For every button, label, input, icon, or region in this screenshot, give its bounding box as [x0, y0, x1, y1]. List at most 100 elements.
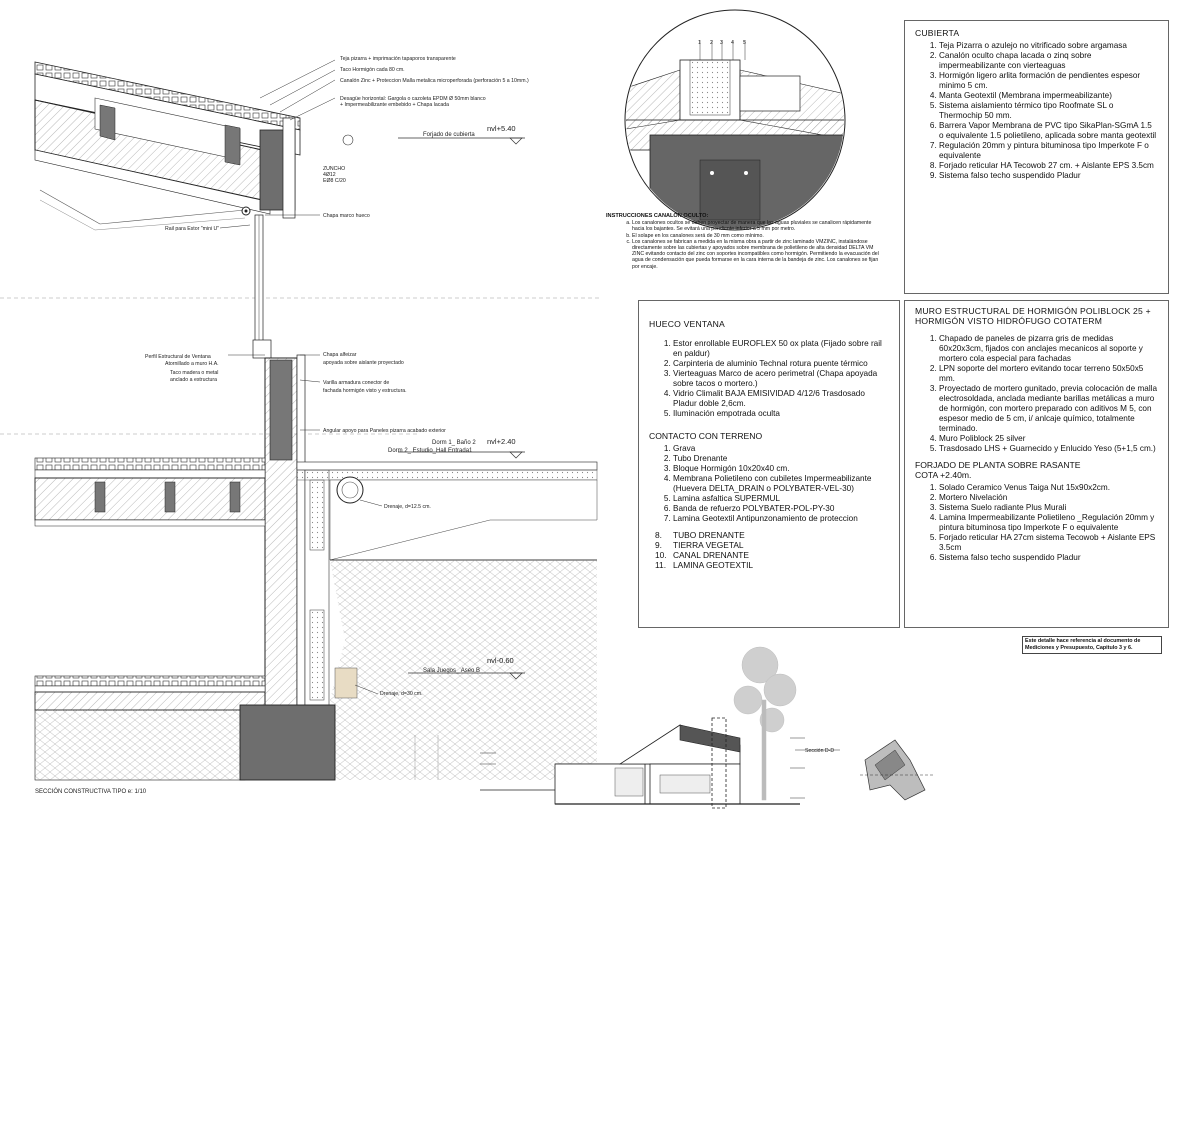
- cubierta-item: Regulación 20mm y pintura bituminosa tip…: [939, 141, 1158, 161]
- chapa-alfeizar-1: Chapa alfeizar: [323, 352, 357, 358]
- muro-list: Chapado de paneles de pizarra gris de me…: [915, 334, 1158, 454]
- instructions-list: Los canalones ocultos se deben proyectar…: [606, 220, 882, 270]
- cubierta-item: Hormigón ligero arlita formación de pend…: [939, 71, 1158, 91]
- dorm2-label: Dorm 2_ Estudio_Hall Entrada1: [388, 448, 473, 454]
- hueco-list: Estor enrollable EUROFLEX 50 ox plata (F…: [649, 339, 889, 419]
- hueco-item: Vierteaguas Marco de acero perimetral (C…: [673, 369, 889, 389]
- zuncho-label: ZUNCHO: [323, 166, 345, 172]
- contacto-item: Banda de refuerzo POLYBATER-POL-PY-30: [673, 504, 889, 514]
- contacto-extra-item: 10.CANAL DRENANTE: [655, 550, 750, 560]
- varilla-2: fachada hormigón visto y estructura.: [323, 388, 407, 394]
- cubierta-item: Canalón oculto chapa lacada o zinq sobre…: [939, 51, 1158, 71]
- seccion-dd-label: Sección D-D: [805, 748, 834, 754]
- perfil-label-1: Perfil Estructural de Ventana: [145, 354, 211, 360]
- hueco-item: Vidrio Climalit BAJA EMISIVIDAD 4/12/6 T…: [673, 389, 889, 409]
- circle-number-5: 5: [743, 40, 746, 46]
- gutter-detail-circle: 1 2 3 4 5: [624, 9, 846, 231]
- section-caption: SECCIÓN CONSTRUCTIVA TIPO e: 1/10: [35, 788, 147, 795]
- forjado-title: FORJADO DE PLANTA SOBRE RASANTE COTA +2.…: [915, 460, 1081, 480]
- forjado-item: Forjado reticular HA 27cm sistema Tecowo…: [939, 533, 1158, 553]
- instruction-item: Los canalones se fabrican a medida en la…: [632, 239, 882, 270]
- roof-slab: [34, 61, 301, 231]
- contacto-list: Grava Tubo Drenante Bloque Hormigón 10x2…: [649, 444, 889, 524]
- sala-label: Sala Juegos_ Aseo B: [423, 668, 480, 674]
- site-section: [480, 646, 840, 809]
- level-540: nvl+5.40: [487, 124, 516, 133]
- hueco-item: Carpinteria de aluminio Technal rotura p…: [673, 359, 889, 369]
- contacto-item: Lamina Geotextil Antipunzonamiento de pr…: [673, 514, 889, 524]
- roof-label-3: Canalón Zinc + Proteccion Malla metalica…: [340, 78, 529, 84]
- circle-number-3: 3: [720, 40, 723, 46]
- contacto-item: Lamina asfaltica SUPERMUL: [673, 494, 889, 504]
- key-plan: [860, 739, 935, 801]
- contacto-item: Tubo Drenante: [673, 454, 889, 464]
- muro-item: Trasdosado LHS + Guarnecido y Enlucido Y…: [939, 444, 1158, 454]
- floor-slab-060: [34, 667, 358, 781]
- floor-slab-240: [34, 457, 266, 527]
- gutter-instructions: INSTRUCCIONES CANALÓN OCULTO: Los canalo…: [606, 213, 882, 270]
- cubierta-item: Teja Pizarra o azulejo no vitrificado so…: [939, 41, 1158, 51]
- muro-title: MURO ESTRUCTURAL DE HORMIGÓN POLIBLOCK 2…: [915, 306, 1151, 326]
- forjado-item: Sistema Suelo radiante Plus Murali: [939, 503, 1158, 513]
- main-section: [0, 59, 600, 781]
- hueco-ventana-box: HUECO VENTANA Estor enrollable EUROFLEX …: [638, 300, 900, 628]
- contacto-extra: 8.TUBO DRENANTE 9.TIERRA VEGETAL 10.CANA…: [649, 530, 889, 570]
- forjado-item: Solado Ceramico Venus Taiga Nut 15x90x2c…: [939, 483, 1158, 493]
- contacto-item: Membrana Polietileno con cubiletes Imper…: [673, 474, 889, 494]
- section-labels: Teja pizarra + imprimación tapaporos tra…: [35, 56, 529, 795]
- level-240: nvl+2.40: [487, 437, 516, 446]
- cubierta-box: CUBIERTA Teja Pizarra o azulejo no vitri…: [904, 20, 1169, 294]
- cubierta-item: Forjado reticular HA Tecowob 27 cm. + Ai…: [939, 161, 1158, 171]
- chapa-alfeizar-2: apoyada sobre aislante proyectado: [323, 360, 404, 366]
- drenaje-1: Drenaje, d=12.5 cm.: [384, 504, 431, 510]
- roof-label-2: Taco Hormigón cada 80 cm.: [340, 67, 405, 73]
- hueco-item: Estor enrollable EUROFLEX 50 ox plata (F…: [673, 339, 889, 359]
- zuncho-bars: 4Ø12: [323, 172, 336, 178]
- forjado-list: Solado Ceramico Venus Taiga Nut 15x90x2c…: [915, 483, 1158, 563]
- contacto-title: CONTACTO CON TERRENO: [649, 431, 763, 441]
- muro-item: Muro Poliblock 25 silver: [939, 434, 1158, 444]
- forjado-cubierta: Forjado de cubierta: [423, 132, 475, 138]
- roof-label-1: Teja pizarra + imprimación tapaporos tra…: [340, 56, 456, 62]
- cubierta-title: CUBIERTA: [915, 28, 960, 38]
- zuncho-stirrups: EØ8 C/20: [323, 178, 346, 184]
- drenaje-2: Drenaje, d=30 cm.: [380, 691, 423, 697]
- dorm1-label: Dorm 1_ Baño 2: [432, 440, 476, 446]
- muro-box: MURO ESTRUCTURAL DE HORMIGÓN POLIBLOCK 2…: [904, 300, 1169, 628]
- forjado-item: Mortero Nivelación: [939, 493, 1158, 503]
- instruction-item: Los canalones ocultos se deben proyectar…: [632, 220, 882, 232]
- forjado-item: Lamina Impermeabilizante Polietileno _Re…: [939, 513, 1158, 533]
- perfil-label-4: anclado a estructura: [170, 377, 217, 383]
- rail-label: Rail para Estor "mini U": [165, 226, 219, 232]
- contacto-extra-item: 9.TIERRA VEGETAL: [655, 540, 744, 550]
- instruction-item: El solape en los canalones será de 30 mm…: [632, 233, 882, 239]
- roof-label-4: Desagüe horizontal: Gargola o cazoleta E…: [340, 96, 486, 102]
- cubierta-item: Sistema falso techo suspendido Pladur: [939, 171, 1158, 181]
- muro-item: Proyectado de mortero gunitado, previa c…: [939, 384, 1158, 434]
- level-060: nvl-0.60: [487, 656, 514, 665]
- perfil-label-2: Atornillado a muro H.A.: [165, 361, 219, 367]
- angular-label: Angular apoyo para Paneles pizarra acaba…: [323, 428, 446, 434]
- forjado-item: Sistema falso techo suspendido Pladur: [939, 553, 1158, 563]
- cubierta-item: Manta Geotextil (Membrana impermeabiliza…: [939, 91, 1158, 101]
- muro-item: Chapado de paneles de pizarra gris de me…: [939, 334, 1158, 364]
- circle-number-1: 1: [698, 40, 701, 46]
- cubierta-list: Teja Pizarra o azulejo no vitrificado so…: [915, 41, 1158, 181]
- contacto-extra-item: 11.LAMINA GEOTEXTIL: [655, 560, 754, 570]
- muro-item: LPN soporte del mortero evitando tocar t…: [939, 364, 1158, 384]
- varilla-1: Varilla armadura conector de: [323, 380, 389, 386]
- hueco-title: HUECO VENTANA: [649, 319, 725, 329]
- circle-number-2: 2: [710, 40, 713, 46]
- cubierta-item: Barrera Vapor Membrana de PVC tipo SikaP…: [939, 121, 1158, 141]
- cubierta-item: Sistema aislamiento térmico tipo Roofmat…: [939, 101, 1158, 121]
- chapa-marco-label: Chapa marco hueco: [323, 213, 370, 219]
- contacto-item: Bloque Hormigón 10x20x40 cm.: [673, 464, 889, 474]
- hueco-item: Iluminación empotrada oculta: [673, 409, 889, 419]
- reference-note: Este detalle hace referencia al document…: [1022, 636, 1162, 654]
- contacto-item: Grava: [673, 444, 889, 454]
- roof-label-5: + Impermeabilizante embebido + Chapa lac…: [340, 102, 449, 108]
- perfil-label-3: Taco madera o metal: [170, 370, 218, 376]
- level-markers: [398, 137, 525, 680]
- contacto-extra-item: 8.TUBO DRENANTE: [655, 530, 745, 540]
